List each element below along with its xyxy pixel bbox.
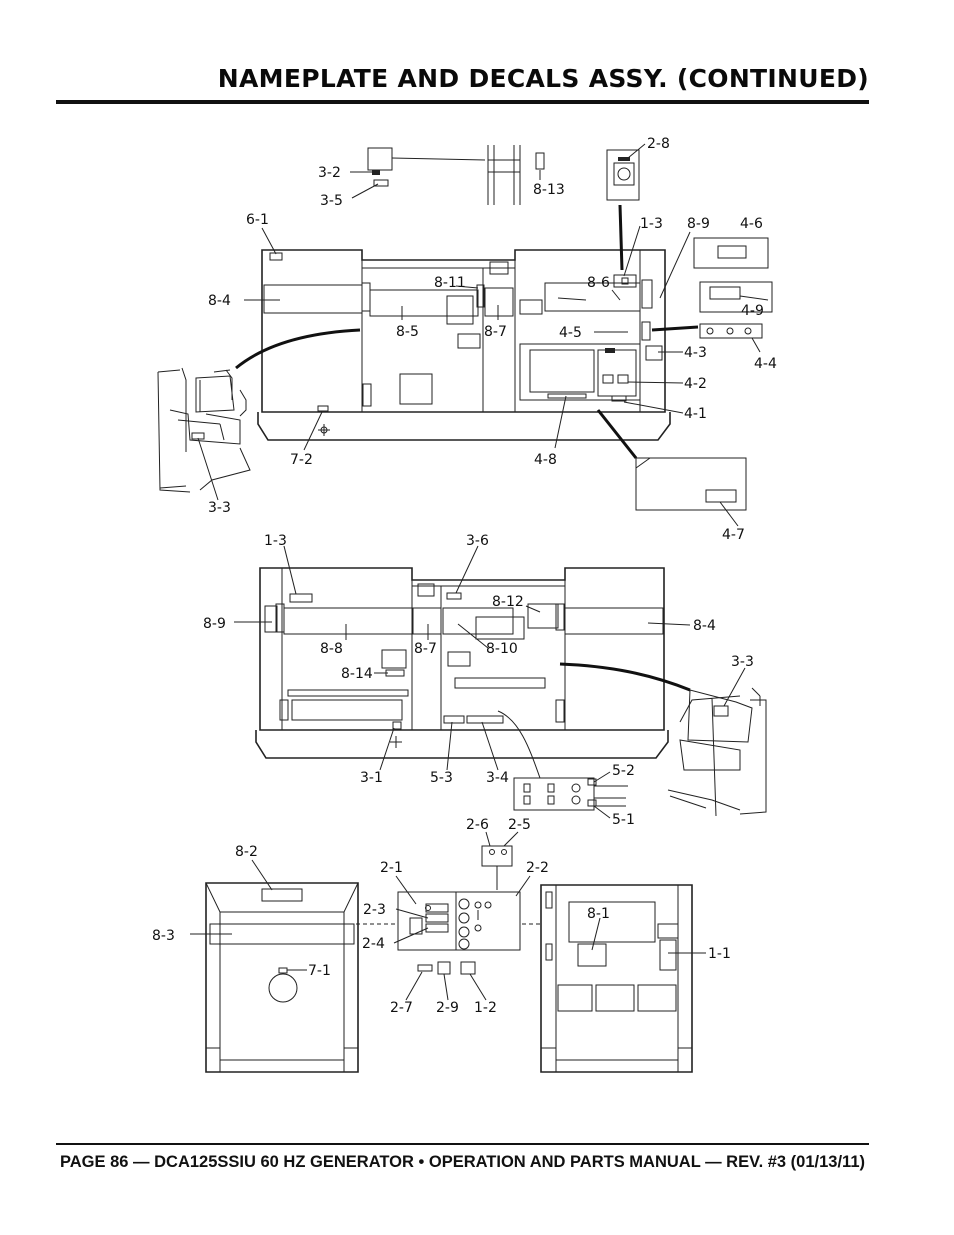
callout-4-6: 4-6 bbox=[740, 216, 763, 232]
callout-4-2: 4-2 bbox=[684, 376, 707, 392]
callout-8-4-top: 8-4 bbox=[208, 293, 231, 309]
callout-2-8: 2-8 bbox=[647, 136, 670, 152]
callout-4-8: 4-8 bbox=[534, 452, 557, 468]
callout-8-7-top: 8-7 bbox=[484, 324, 507, 340]
callout-8-6: 8-6 bbox=[587, 275, 610, 291]
top-leader-lines bbox=[197, 143, 769, 527]
callout-8-14: 8-14 bbox=[341, 666, 373, 682]
callout-6-1: 6-1 bbox=[246, 212, 269, 228]
bottom-leader-lines bbox=[190, 831, 706, 1001]
callout-8-2: 8-2 bbox=[235, 844, 258, 860]
callout-2-5: 2-5 bbox=[508, 817, 531, 833]
callout-3-3-mid: 3-3 bbox=[731, 654, 754, 670]
callout-2-4: 2-4 bbox=[362, 936, 385, 952]
callout-8-8: 8-8 bbox=[320, 641, 343, 657]
footer-rule bbox=[56, 1143, 869, 1145]
callout-3-1: 3-1 bbox=[360, 770, 383, 786]
callout-3-6: 3-6 bbox=[466, 533, 489, 549]
generator-left-side-view bbox=[257, 249, 671, 441]
callout-4-1: 4-1 bbox=[684, 406, 707, 422]
callout-1-3-top: 1-3 bbox=[640, 216, 663, 232]
bottom-callouts: 8-2 2-6 2-5 2-1 2-2 8-3 2-3 2-4 8-1 1-1 … bbox=[152, 817, 731, 1016]
callout-7-1: 7-1 bbox=[308, 963, 331, 979]
callout-4-3: 4-3 bbox=[684, 345, 707, 361]
callout-4-9: 4-9 bbox=[741, 303, 764, 319]
middle-callouts: 1-3 3-6 8-12 8-9 8-8 8-7 8-10 8-4 8-14 3… bbox=[203, 533, 754, 828]
callout-5-2: 5-2 bbox=[612, 763, 635, 779]
callout-8-9-top: 8-9 bbox=[687, 216, 710, 232]
callout-8-4-mid: 8-4 bbox=[693, 618, 716, 634]
callout-8-1: 8-1 bbox=[587, 906, 610, 922]
callout-3-4: 3-4 bbox=[486, 770, 509, 786]
callout-2-1: 2-1 bbox=[380, 860, 403, 876]
callout-5-1: 5-1 bbox=[612, 812, 635, 828]
callout-3-2: 3-2 bbox=[318, 165, 341, 181]
callout-7-2: 7-2 bbox=[290, 452, 313, 468]
header-rule bbox=[56, 100, 869, 104]
callout-8-5: 8-5 bbox=[396, 324, 419, 340]
generator-right-side-view bbox=[255, 567, 691, 779]
callout-2-9: 2-9 bbox=[436, 1000, 459, 1016]
callout-1-3-mid: 1-3 bbox=[264, 533, 287, 549]
page-footer: PAGE 86 — DCA125SSIU 60 HZ GENERATOR • O… bbox=[59, 1153, 865, 1171]
callout-2-6: 2-6 bbox=[466, 817, 489, 833]
callout-2-7: 2-7 bbox=[390, 1000, 413, 1016]
top-detail-items bbox=[367, 145, 773, 511]
control-panel-detail bbox=[513, 777, 628, 811]
callout-4-5: 4-5 bbox=[559, 325, 582, 341]
callout-3-5: 3-5 bbox=[320, 193, 343, 209]
generator-rear-view bbox=[540, 884, 693, 1073]
middle-leader-lines bbox=[234, 545, 746, 819]
callout-1-1: 1-1 bbox=[708, 946, 731, 962]
generator-front-view bbox=[205, 882, 359, 1073]
callout-2-3: 2-3 bbox=[363, 902, 386, 918]
callout-8-9-mid: 8-9 bbox=[203, 616, 226, 632]
callout-8-7-mid: 8-7 bbox=[414, 641, 437, 657]
exhaust-muffler-right bbox=[667, 687, 767, 817]
callout-4-7: 4-7 bbox=[722, 527, 745, 543]
callout-1-2: 1-2 bbox=[474, 1000, 497, 1016]
callout-5-3: 5-3 bbox=[430, 770, 453, 786]
callout-8-10: 8-10 bbox=[486, 641, 518, 657]
callout-8-12: 8-12 bbox=[492, 594, 524, 610]
exhaust-muffler-left bbox=[157, 328, 361, 493]
callout-8-13: 8-13 bbox=[533, 182, 565, 198]
callout-2-2: 2-2 bbox=[526, 860, 549, 876]
page-title: NAMEPLATE AND DECALS ASSY. (CONTINUED) bbox=[217, 64, 869, 93]
callout-8-11: 8-11 bbox=[434, 275, 466, 291]
top-callouts: 3-2 3-5 8-13 2-8 6-1 1-3 8-9 4-6 8-11 8-… bbox=[208, 136, 777, 543]
callout-4-4: 4-4 bbox=[754, 356, 777, 372]
callout-8-3: 8-3 bbox=[152, 928, 175, 944]
callout-3-3-top: 3-3 bbox=[208, 500, 231, 516]
